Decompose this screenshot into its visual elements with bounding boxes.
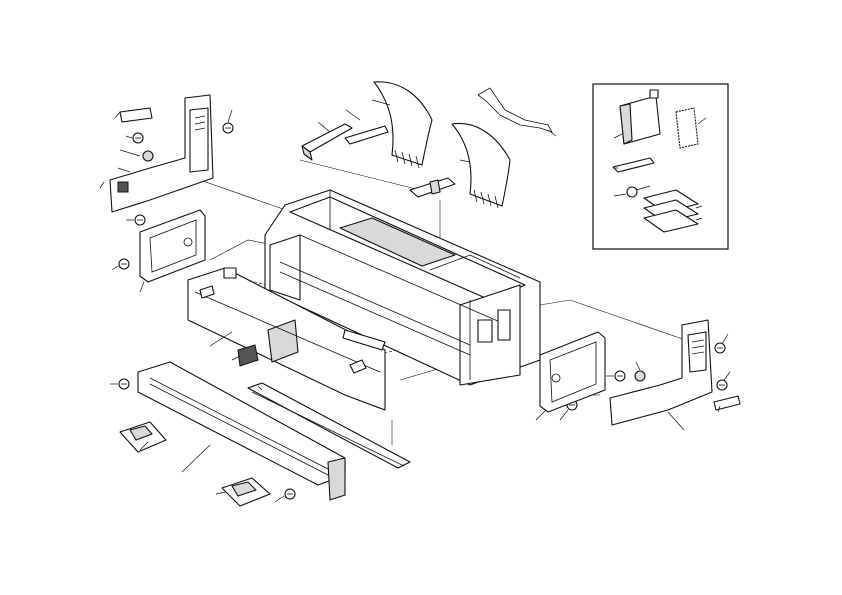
paper-guide-upper-icon (373, 81, 511, 209)
paper-guide-rail-icon (247, 382, 411, 469)
bottom-tray-icon (137, 361, 346, 501)
bracket-icon (612, 157, 655, 173)
sleeve-icon (619, 89, 661, 145)
kit-screw-icon (626, 185, 651, 198)
right-side-cover-icon (609, 319, 741, 426)
leader-lines (99, 99, 731, 503)
main-frame-icon (264, 189, 541, 386)
front-cover-panel-icon (187, 267, 386, 411)
left-side-cover-icon (109, 94, 214, 213)
screw-icon (118, 122, 728, 500)
label-icon (713, 395, 741, 411)
paper-guide-icon (119, 421, 271, 507)
wire-bail-icon (477, 87, 557, 137)
label-icon (119, 107, 153, 123)
accessory-kit-box (592, 83, 729, 250)
bracket-clip-icon (409, 177, 456, 198)
sticker-icon (675, 107, 699, 149)
manual-icon (643, 189, 699, 233)
lever-icon (301, 123, 389, 161)
left-board-icon (139, 209, 206, 283)
right-board-icon (539, 331, 606, 413)
small-feet-icon (199, 285, 367, 374)
